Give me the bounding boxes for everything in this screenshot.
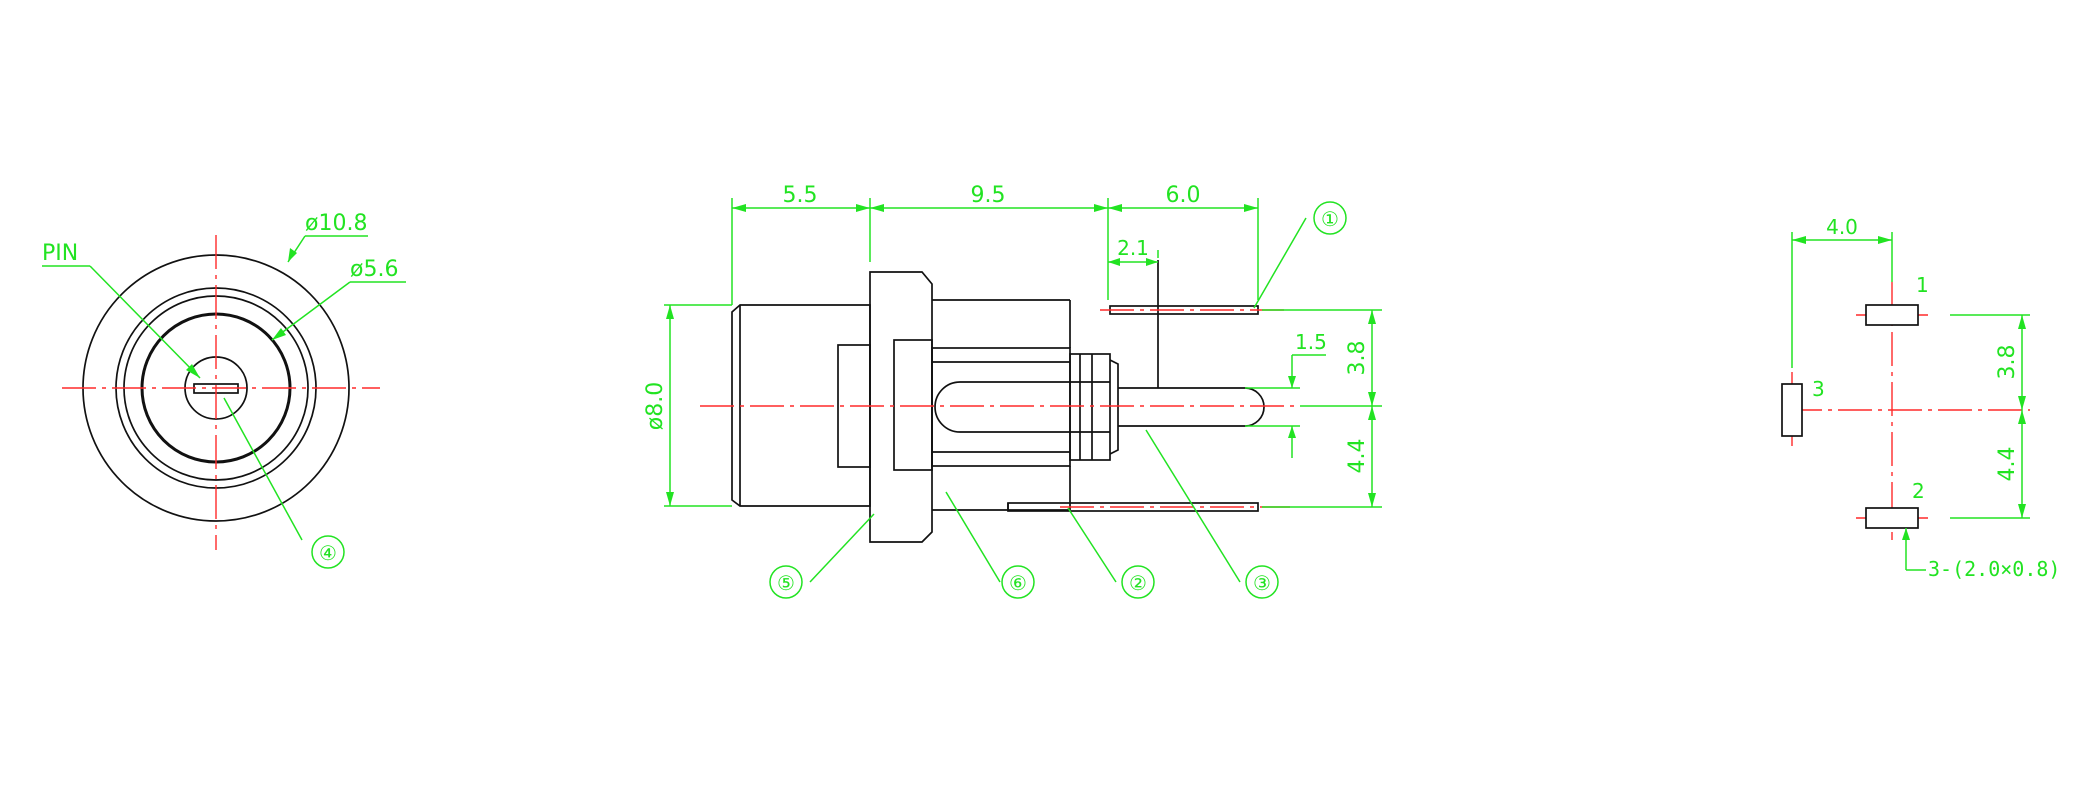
pad-3 [1781, 383, 1803, 437]
outer-diameter-label: ø10.8 [305, 211, 367, 236]
front-view: PIN ø10.8 ø5.6 ④ [42, 211, 406, 569]
arrow [1146, 258, 1158, 266]
callout-4-circle [311, 535, 345, 569]
callout-1-text: ① [1321, 207, 1339, 231]
pad-view: 1 2 3 4.0 3.8 4.4 3-(2.0×0.8) [1781, 215, 2060, 581]
dim-9-5: 9.5 [971, 183, 1006, 208]
pad-2 [1865, 507, 1919, 529]
side-view: 5.5 9.5 6.0 2.1 1.5 ø8.0 3.8 [643, 183, 1382, 599]
callout-2-leader [1067, 507, 1117, 583]
arrow [1792, 236, 1806, 244]
arrow [666, 492, 674, 506]
dim-8-0: ø8.0 [643, 382, 668, 430]
callout-5-leader [809, 513, 875, 583]
od-leader-arrow [288, 248, 297, 262]
inner-diameter-label: ø5.6 [350, 257, 398, 282]
pad-dim-3-8: 3.8 [1995, 345, 2020, 380]
center-pin-tail [1118, 387, 1265, 427]
pad-1-label: 1 [1916, 273, 1929, 297]
inner-step [893, 339, 933, 471]
arrow [666, 305, 674, 319]
callout-2-text: ② [1129, 571, 1147, 595]
arrow [1902, 528, 1910, 540]
arrow [1368, 493, 1376, 507]
callout-3-leader [1145, 429, 1241, 583]
pin-leader-arrow [186, 364, 200, 378]
arrow [1878, 236, 1892, 244]
arrow [870, 204, 884, 212]
housing-inner [931, 347, 1071, 467]
pad-dim-4-0: 4.0 [1826, 215, 1858, 239]
pin-leader [89, 265, 201, 379]
pad-3-label: 3 [1812, 377, 1825, 401]
arrow [732, 204, 746, 212]
dim-4-4: 4.4 [1345, 439, 1370, 474]
center-pin-shaft [934, 381, 1110, 433]
id-leader [271, 281, 351, 341]
arrow [1244, 204, 1258, 212]
arrow [2018, 315, 2026, 329]
pad-1 [1865, 304, 1919, 326]
arrow [856, 204, 870, 212]
callout-5-circle [769, 565, 803, 599]
pad-2-label: 2 [1912, 479, 1925, 503]
pad-dim-4-4: 4.4 [1995, 447, 2020, 482]
dim-5-5: 5.5 [783, 183, 818, 208]
dim-3-8: 3.8 [1345, 341, 1370, 376]
pad-note: 3-(2.0×0.8) [1928, 557, 2060, 581]
callout-3-text: ③ [1253, 571, 1271, 595]
arrow [2018, 504, 2026, 518]
callout-1-circle [1313, 201, 1347, 235]
dim-6-0: 6.0 [1166, 183, 1201, 208]
id-leader-arrow [272, 328, 286, 340]
arrow [1094, 204, 1108, 212]
arrow [2018, 396, 2026, 410]
arrow [2018, 410, 2026, 424]
arrow [1368, 392, 1376, 406]
dim-1-5: 1.5 [1295, 330, 1327, 354]
callout-4-leader [223, 397, 303, 541]
callout-6-text: ⑥ [1009, 571, 1027, 595]
rear-cap [1109, 359, 1119, 455]
arrow [1108, 258, 1120, 266]
arrow [1288, 376, 1296, 388]
callout-5-text: ⑤ [777, 571, 795, 595]
callout-4-text: ④ [319, 541, 337, 565]
callout-6-circle [1001, 565, 1035, 599]
callout-1-leader [1253, 217, 1307, 309]
arrow [1288, 426, 1296, 438]
flange [869, 271, 933, 543]
dim-2-1: 2.1 [1117, 236, 1149, 260]
arrow [1368, 310, 1376, 324]
callout-6-leader [945, 491, 1001, 583]
pin-label: PIN [42, 241, 78, 266]
arrow [1368, 406, 1376, 420]
callout-3-circle [1245, 565, 1279, 599]
arrow [1108, 204, 1122, 212]
rear-collar [1069, 353, 1111, 461]
callout-2-circle [1121, 565, 1155, 599]
